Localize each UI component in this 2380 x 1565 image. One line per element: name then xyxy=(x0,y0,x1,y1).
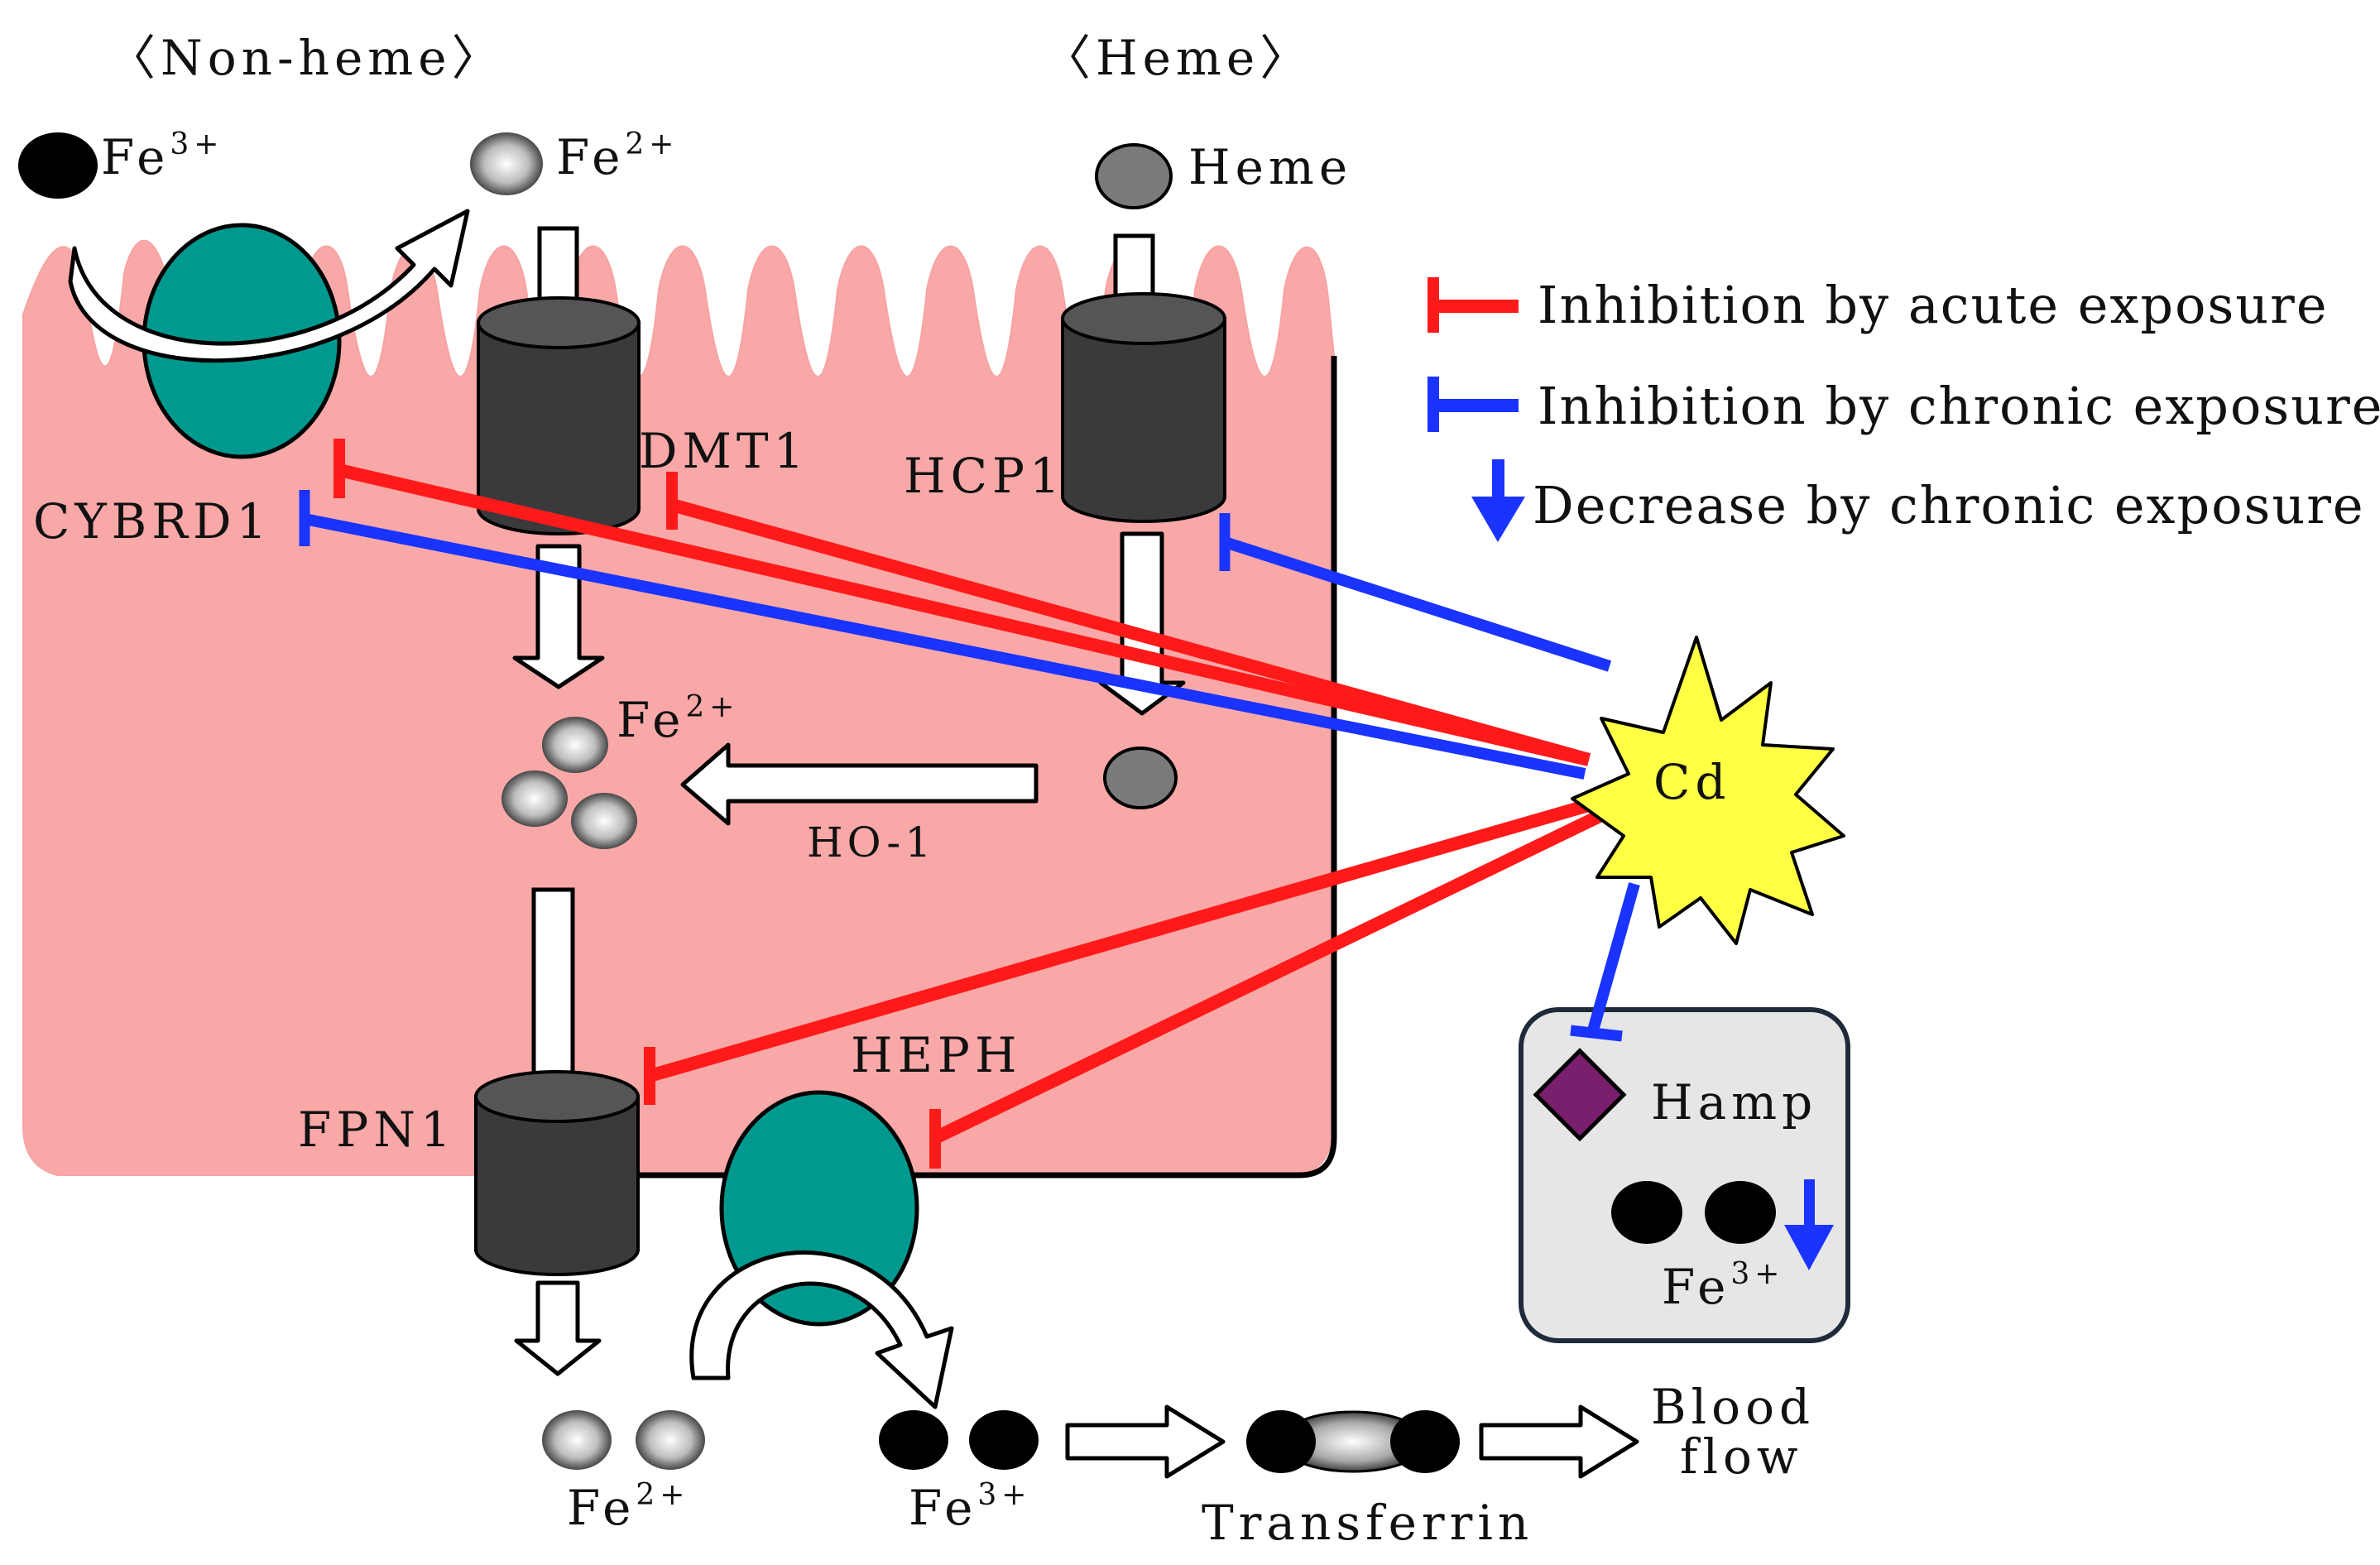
fe2-ion-top xyxy=(470,132,543,195)
transferrin-label: Transferrin xyxy=(1202,1495,1533,1551)
transferrin-complex xyxy=(1246,1410,1460,1473)
dmt1-label: DMT1 xyxy=(639,423,809,479)
heme-label: Heme xyxy=(1188,139,1352,195)
legend-acute-text: Inhibition by acute exposure xyxy=(1538,275,2329,335)
heme-molecule-cell xyxy=(1103,746,1178,809)
legend-chronic-text: Inhibition by chronic exposure xyxy=(1538,376,2380,436)
fe3-ion-top xyxy=(18,132,98,199)
dmt1-transporter xyxy=(477,296,641,535)
fe2-label-bottom: Fe2+ xyxy=(567,1478,689,1536)
fe3-ion-bottom-2 xyxy=(969,1410,1039,1470)
blood-flow-label-1: Blood xyxy=(1651,1379,1815,1435)
hcp1-transporter xyxy=(1061,292,1226,523)
hamp-label: Hamp xyxy=(1651,1074,1817,1131)
heme-heading: 〈Heme〉 xyxy=(1043,30,1312,86)
fe2-ion-cluster-2 xyxy=(501,770,568,827)
fe3-ion-blood-2 xyxy=(1705,1181,1776,1244)
hamp-diamond xyxy=(1533,1048,1627,1142)
fe3-label-top: Fe3+ xyxy=(101,127,223,185)
fe3-label-blood: Fe3+ xyxy=(1662,1257,1784,1315)
dmt1-down-arrow xyxy=(512,544,605,689)
fe3-ion-bottom-1 xyxy=(879,1410,948,1470)
non-heme-heading: 〈Non-heme〉 xyxy=(108,30,505,86)
ho1-arrow xyxy=(680,742,1039,826)
oxidation-arrow xyxy=(689,1251,954,1409)
fe2-label-top: Fe2+ xyxy=(556,127,679,185)
legend-decrease-text: Decrease by chronic exposure xyxy=(1533,475,2365,535)
cell-border xyxy=(497,356,1337,1179)
fe3-decrease-arrow xyxy=(1784,1179,1834,1270)
fpn1-transporter xyxy=(474,1070,640,1276)
fe3-label-bottom: Fe3+ xyxy=(909,1478,1031,1536)
fe2-ion-bottom-1 xyxy=(542,1410,612,1470)
fe3-ion-blood-1 xyxy=(1611,1181,1682,1244)
fpn1-label: FPN1 xyxy=(298,1102,456,1158)
legend: Inhibition by acute exposure Inhibition … xyxy=(1428,275,2380,542)
chronic-inhibition-lines xyxy=(299,490,1640,1042)
fe2-ion-cluster-3 xyxy=(571,793,637,849)
hcp1-label: HCP1 xyxy=(904,448,1065,504)
to-transferrin-arrow xyxy=(1065,1404,1226,1479)
to-blood-flow-arrow xyxy=(1479,1404,1639,1479)
fpn1-down-arrow xyxy=(514,1280,602,1376)
reduction-arrow xyxy=(68,209,470,363)
legend-chronic: Inhibition by chronic exposure xyxy=(1428,376,2380,436)
acute-inhibition-lines xyxy=(333,439,1605,1169)
fe2-ion-cluster-1 xyxy=(542,717,608,773)
fe2-label-mid: Fe2+ xyxy=(617,690,739,748)
fe2-ion-bottom-2 xyxy=(636,1410,705,1470)
heph-label: HEPH xyxy=(851,1027,1022,1083)
cybrd1-label: CYBRD1 xyxy=(33,493,271,550)
ho1-label: HO-1 xyxy=(807,819,935,867)
cd-label: Cd xyxy=(1653,754,1731,810)
cadmium-star xyxy=(1571,636,1845,945)
blood-flow-label-2: flow xyxy=(1680,1428,1803,1485)
heme-molecule-top xyxy=(1095,143,1173,209)
legend-decrease: Decrease by chronic exposure xyxy=(1471,459,2365,542)
legend-acute: Inhibition by acute exposure xyxy=(1428,275,2329,335)
